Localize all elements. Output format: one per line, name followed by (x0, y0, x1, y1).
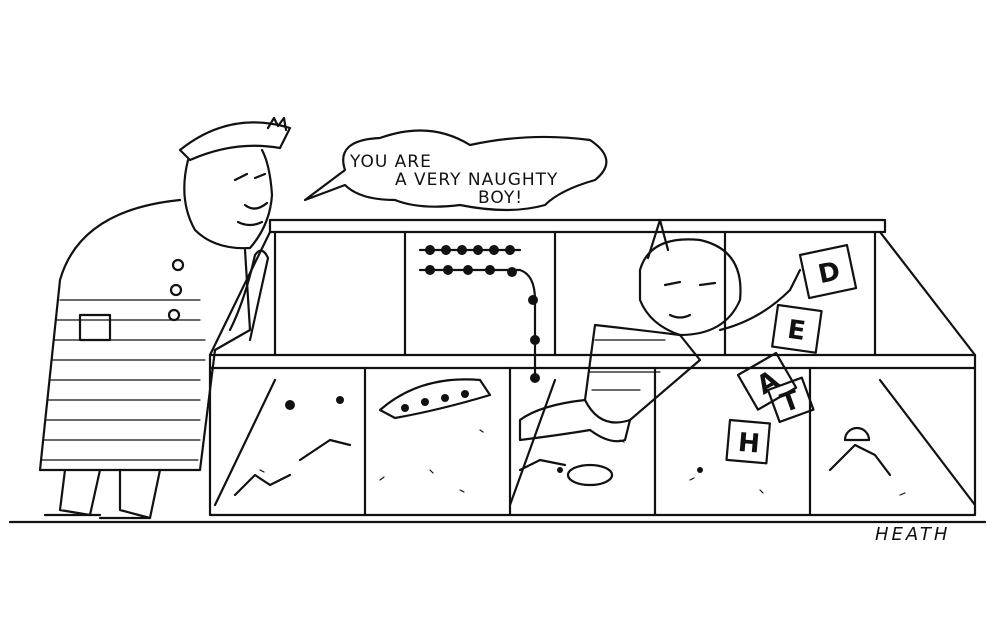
case-front-top (208, 353, 977, 370)
officer-face (233, 172, 269, 227)
officer-legs (58, 468, 162, 520)
speech-bubble: YOU ARE A VERY NAUGHTY BOY! (303, 129, 608, 212)
toy-tank (378, 378, 492, 420)
officer-boots (43, 513, 152, 520)
officer-hand-microphone (228, 249, 270, 342)
block-letter: D (816, 256, 843, 290)
holster (78, 313, 112, 342)
boy-arm (718, 268, 802, 332)
boy-figure (518, 218, 802, 443)
abacus (418, 245, 540, 383)
officer-head (183, 148, 274, 250)
block-letter: T (777, 385, 804, 419)
boy-face (663, 280, 717, 319)
case-front (208, 366, 977, 517)
officer-coat (38, 198, 252, 472)
officer-cap (178, 121, 292, 162)
cap-crown-badge (266, 116, 288, 132)
case-top-back (268, 218, 887, 234)
toy-helmet-soldier (843, 426, 871, 442)
front-dividers (363, 366, 812, 517)
boy-horn (646, 218, 670, 260)
boy-striped-shirt (583, 323, 702, 424)
boy-legs (518, 398, 632, 443)
artist-signature: HEATH (875, 524, 950, 545)
speech-line-1: YOU ARE (349, 152, 432, 172)
toy-pot (566, 463, 614, 487)
toy-soldiers-and-debris (233, 378, 906, 497)
boy-head (638, 238, 742, 337)
block-letter: H (737, 428, 761, 460)
speech-line-3: BOY! (478, 188, 523, 208)
officer-figure (38, 116, 292, 520)
glass-case (208, 218, 977, 517)
back-dividers (403, 230, 877, 357)
block-letter: E (786, 315, 808, 347)
speech-line-2: A VERY NAUGHTY (395, 170, 558, 190)
